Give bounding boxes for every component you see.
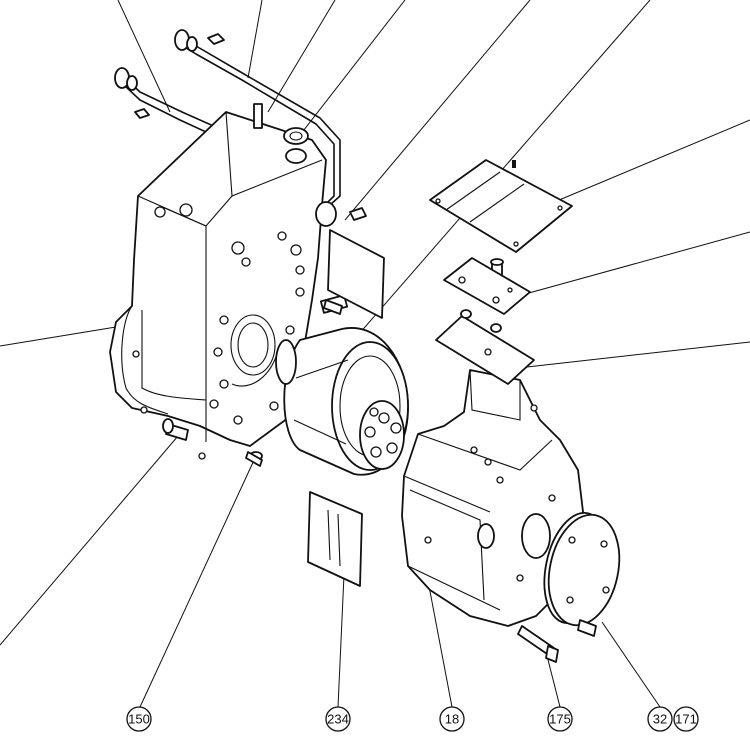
rotor-drum [275,327,409,476]
front-housing [401,369,585,627]
side-plate [327,229,385,319]
top-plate [429,159,573,253]
lower-plate [435,309,535,385]
dowel-pin [245,451,263,467]
callout-32-label: 32 [653,712,667,727]
rear-housing [109,103,367,460]
callout-234-label: 234 [327,712,349,727]
callout-150: 150 [126,706,152,732]
end-cover-disc [543,511,621,627]
callout-18: 18 [439,706,465,732]
callout-171: 171 [673,706,699,732]
callout-234: 234 [325,706,351,732]
callout-175: 175 [547,706,573,732]
callout-32: 32 [647,706,673,732]
callout-171-label: 171 [675,712,697,727]
seal-block [307,491,363,587]
callout-18-label: 18 [445,712,459,727]
callout-150-label: 150 [128,712,150,727]
callout-175-label: 175 [549,712,571,727]
middle-plate [443,257,531,315]
